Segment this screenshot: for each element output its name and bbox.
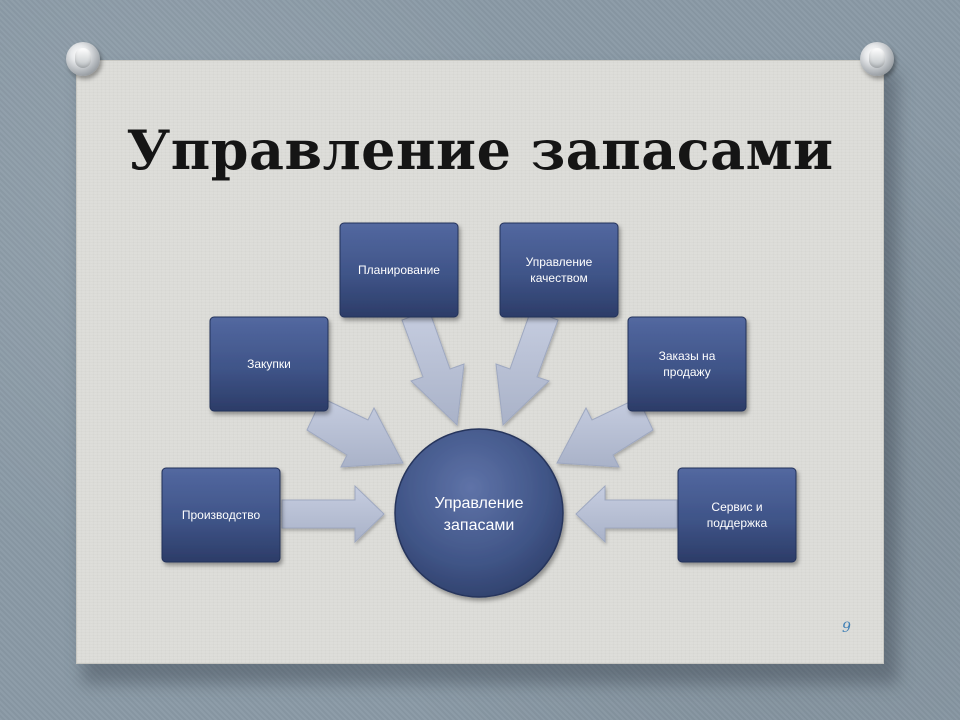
node-zakazy: Заказы на продажу xyxy=(627,316,747,412)
node-zakazy-line2: продажу xyxy=(663,365,710,379)
node-planirovanie-label: Планирование xyxy=(358,263,440,277)
node-servis: Сервис и поддержка xyxy=(677,467,797,563)
node-proizvodstvo: Производство xyxy=(161,467,281,563)
node-zakupki-label: Закупки xyxy=(247,357,291,371)
center-node: Управление запасами xyxy=(394,428,564,598)
node-servis-line2: поддержка xyxy=(707,516,768,530)
arrow-zakazy xyxy=(556,397,654,468)
node-kachestvo-line1: Управление xyxy=(526,255,593,269)
center-node-line1: Управление xyxy=(435,495,524,512)
node-zakupki: Закупки xyxy=(209,316,329,412)
node-zakazy-line1: Заказы на xyxy=(659,349,716,363)
center-node-line2: запасами xyxy=(444,517,515,534)
pin-right-icon xyxy=(860,42,894,76)
arrow-planirovanie xyxy=(401,309,465,427)
arrow-zakupki xyxy=(306,397,404,468)
page-number: 9 xyxy=(842,620,851,636)
node-kachestvo: Управление качеством xyxy=(499,222,619,318)
node-proizvodstvo-label: Производство xyxy=(182,508,261,522)
slide-title: Управление запасами xyxy=(126,118,834,182)
node-planirovanie: Планирование xyxy=(339,222,459,318)
node-kachestvo-line2: качеством xyxy=(530,271,588,285)
node-servis-line1: Сервис и xyxy=(711,500,762,514)
arrow-kachestvo xyxy=(495,309,559,427)
pin-left-icon xyxy=(66,42,100,76)
arrow-servis xyxy=(575,484,678,544)
arrow-proizvodstvo xyxy=(281,484,385,544)
